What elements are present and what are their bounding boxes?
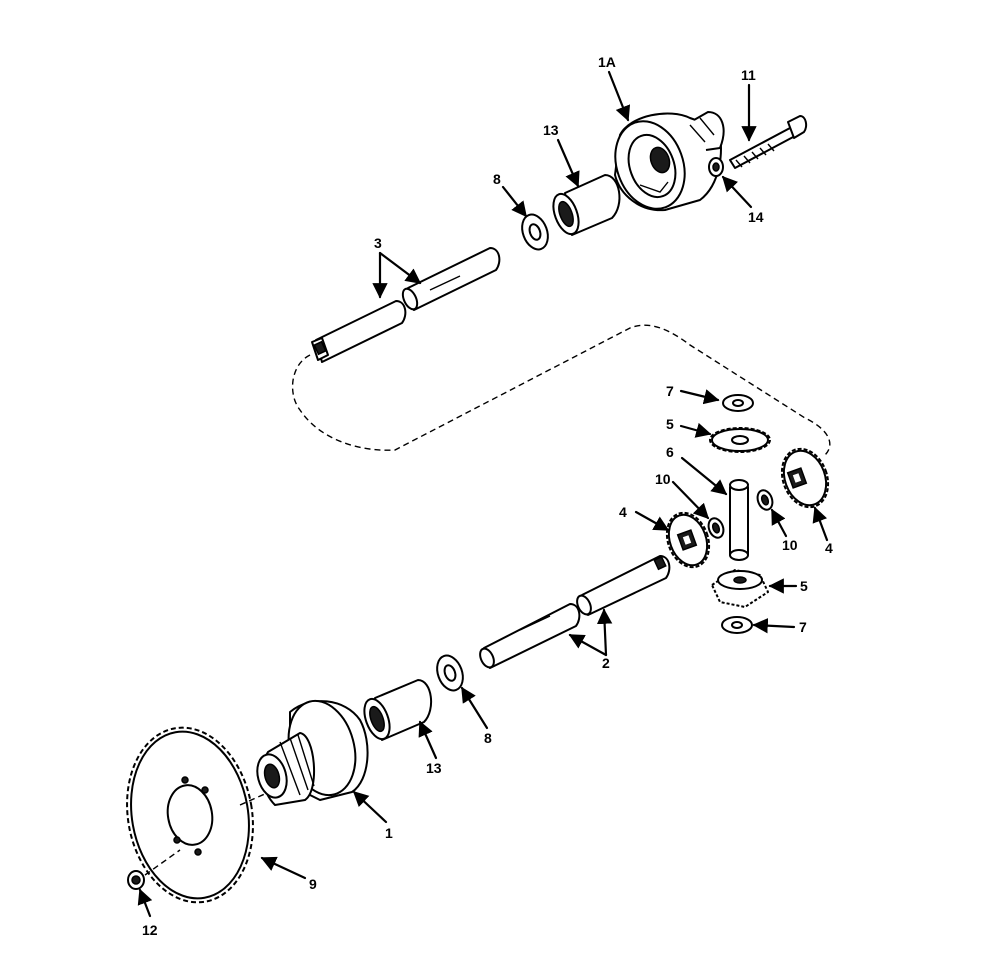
callout-14: 14	[748, 209, 764, 225]
callout-4-left: 4	[619, 504, 627, 520]
lower-thrust-washer	[436, 654, 464, 692]
nut	[708, 157, 724, 177]
callout-10-right: 10	[782, 537, 798, 553]
lower-pinion-gear	[711, 569, 769, 608]
left-small-washer	[707, 517, 725, 539]
callout-10-left: 10	[655, 471, 671, 487]
upper-pinion-washer	[722, 394, 754, 412]
callout-13-lower: 13	[426, 760, 442, 776]
leader-lines	[137, 70, 829, 918]
upper-pinion-gear	[709, 427, 771, 453]
callout-8-upper: 8	[493, 171, 501, 187]
callout-5-upper: 5	[666, 416, 674, 432]
callout-3: 3	[374, 235, 382, 251]
callout-4-right: 4	[825, 540, 833, 556]
upper-differential-housing	[614, 111, 725, 212]
upper-thrust-washer	[521, 213, 549, 251]
upper-axle-shafts	[311, 247, 501, 363]
lower-pinion-washer	[721, 616, 753, 634]
callout-7-upper: 7	[666, 383, 674, 399]
callout-2: 2	[602, 655, 610, 671]
lower-axle-shafts	[479, 555, 671, 669]
sprocket-nut	[127, 870, 145, 890]
callout-6: 6	[666, 444, 674, 460]
nut-alignment-line	[144, 849, 181, 876]
lower-bushing	[363, 679, 433, 741]
left-side-gear	[665, 511, 711, 569]
callout-11: 11	[741, 67, 756, 83]
sprocket	[126, 726, 254, 904]
cross-pin	[729, 479, 749, 561]
right-small-washer	[756, 489, 774, 511]
callout-13-upper: 13	[543, 122, 559, 138]
callout-1: 1	[385, 825, 393, 841]
bolt	[729, 115, 808, 169]
callout-8-lower: 8	[484, 730, 492, 746]
upper-bushing	[552, 174, 621, 236]
callout-12: 12	[142, 922, 158, 938]
callout-5-lower: 5	[800, 578, 808, 594]
lower-differential-housing	[256, 699, 369, 806]
shaft-alignment-dashed-path	[291, 324, 831, 456]
callout-7-lower: 7	[799, 619, 807, 635]
right-side-gear	[780, 447, 830, 509]
callout-9: 9	[309, 876, 317, 892]
callout-1a: 1A	[598, 54, 616, 70]
